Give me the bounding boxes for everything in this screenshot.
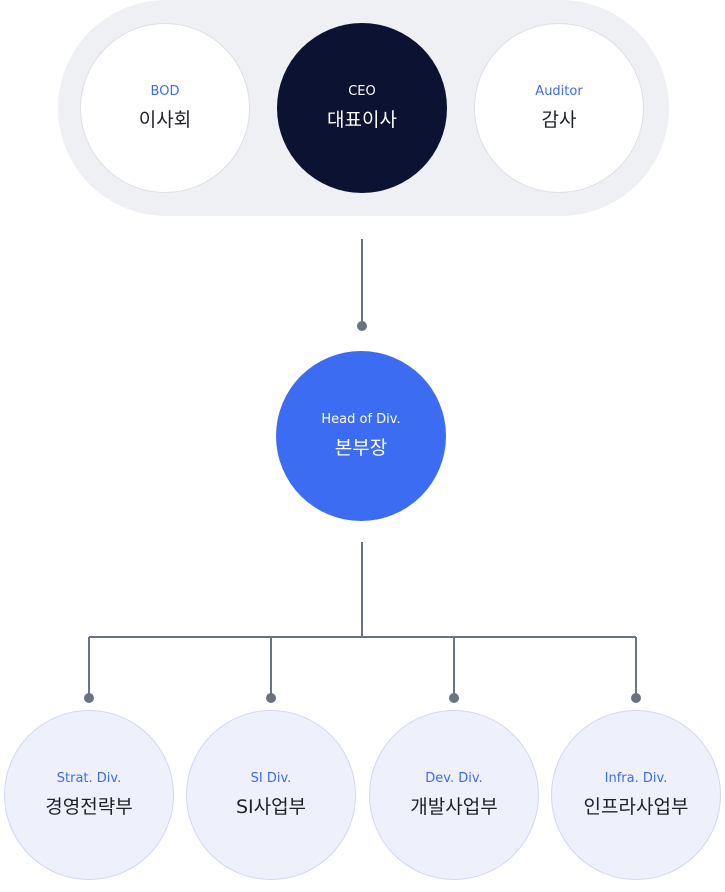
node-bod-ko-label: 이사회 xyxy=(138,109,192,131)
node-auditor: Auditor 감사 xyxy=(474,23,644,193)
node-head-of-division: Head of Div. 본부장 xyxy=(276,351,446,521)
node-infra-en-label: Infra. Div. xyxy=(604,771,668,786)
node-dev-en-label: Dev. Div. xyxy=(425,771,483,786)
node-strat-division: Strat. Div. 경영전략부 xyxy=(4,710,174,880)
node-infra-division: Infra. Div. 인프라사업부 xyxy=(551,710,721,880)
node-auditor-ko-label: 감사 xyxy=(541,109,577,131)
node-head-en-label: Head of Div. xyxy=(321,412,401,427)
node-strat-en-label: Strat. Div. xyxy=(56,771,122,786)
node-bod-en-label: BOD xyxy=(150,84,180,99)
node-si-en-label: SI Div. xyxy=(250,771,292,786)
connector-dot-si xyxy=(266,693,276,703)
connector-dot-infra xyxy=(631,693,641,703)
node-dev-division: Dev. Div. 개발사업부 xyxy=(369,710,539,880)
connector-dot-strat xyxy=(84,693,94,703)
node-infra-ko-label: 인프라사업부 xyxy=(583,796,689,818)
node-ceo-ko-label: 대표이사 xyxy=(327,109,397,131)
connector-dot-dev xyxy=(449,693,459,703)
node-ceo-en-label: CEO xyxy=(348,84,376,99)
node-si-division: SI Div. SI사업부 xyxy=(186,710,356,880)
connector-dot-head xyxy=(357,321,367,331)
node-auditor-en-label: Auditor xyxy=(535,84,583,99)
node-head-ko-label: 본부장 xyxy=(334,437,388,459)
node-si-ko-label: SI사업부 xyxy=(235,796,307,818)
node-bod: BOD 이사회 xyxy=(80,23,250,193)
node-strat-ko-label: 경영전략부 xyxy=(45,796,133,818)
node-dev-ko-label: 개발사업부 xyxy=(410,796,498,818)
node-ceo: CEO 대표이사 xyxy=(277,23,447,193)
